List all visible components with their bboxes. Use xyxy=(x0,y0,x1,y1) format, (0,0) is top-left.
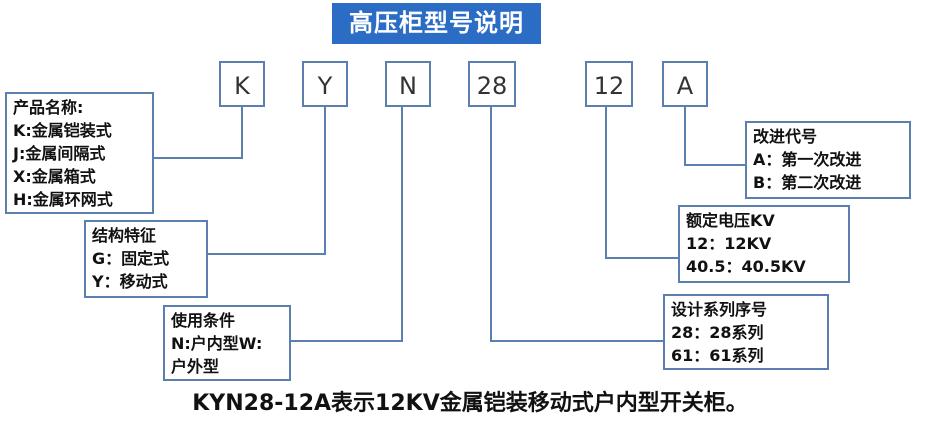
voltage-heading: 额定电压KV xyxy=(686,211,775,230)
product-item-j: J:金属间隔式 xyxy=(13,144,106,163)
improvement-item-b: B：第二次改进 xyxy=(753,173,862,192)
structure-item-y: Y：移动式 xyxy=(92,272,168,291)
connector-12 xyxy=(605,107,678,259)
product-heading: 产品名称: xyxy=(13,98,84,117)
code-y: Y xyxy=(302,61,348,107)
connector-n xyxy=(289,107,403,342)
design-heading: 设计系列序号 xyxy=(671,300,768,319)
voltage-item-12: 12：12KV xyxy=(686,234,772,253)
product-item-k: K:金属铠装式 xyxy=(13,121,112,140)
usage-item-n: N:户内型W: xyxy=(171,334,263,353)
design-item-61: 61：61系列 xyxy=(671,346,764,365)
diagram-title: 高压柜型号说明 xyxy=(332,3,541,44)
design-series-box: 设计系列序号 28：28系列 61：61系列 xyxy=(663,294,829,370)
usage-item-w: 户外型 xyxy=(171,357,220,376)
structure-item-g: G：固定式 xyxy=(92,249,170,268)
code-k: K xyxy=(219,61,265,107)
code-n: N xyxy=(385,61,431,107)
connector-y xyxy=(206,107,326,255)
structure-heading: 结构特征 xyxy=(92,226,157,245)
connector-28 xyxy=(490,107,663,342)
improvement-heading: 改进代号 xyxy=(753,127,818,146)
voltage-item-40: 40.5：40.5KV xyxy=(686,257,806,276)
product-item-h: H:金属环网式 xyxy=(13,190,113,209)
structure-box: 结构特征 G：固定式 Y：移动式 xyxy=(84,220,208,298)
product-item-x: X:金属箱式 xyxy=(13,167,96,186)
code-a: A xyxy=(662,61,708,107)
product-name-box: 产品名称: K:金属铠装式 J:金属间隔式 X:金属箱式 H:金属环网式 xyxy=(5,92,154,214)
improvement-box: 改进代号 A：第一次改进 B：第二次改进 xyxy=(745,121,911,199)
connector-a xyxy=(684,107,745,166)
example-caption: KYN28-12A表示12KV金属铠装移动式户内型开关柜。 xyxy=(192,391,748,416)
usage-heading: 使用条件 xyxy=(171,311,236,330)
code-12: 12 xyxy=(585,61,633,107)
rated-voltage-box: 额定电压KV 12：12KV 40.5：40.5KV xyxy=(678,205,850,283)
improvement-item-a: A：第一次改进 xyxy=(753,150,862,169)
design-item-28: 28：28系列 xyxy=(671,323,764,342)
code-28: 28 xyxy=(468,61,516,107)
usage-box: 使用条件 N:户内型W: 户外型 xyxy=(163,305,291,381)
connector-k xyxy=(152,107,243,159)
